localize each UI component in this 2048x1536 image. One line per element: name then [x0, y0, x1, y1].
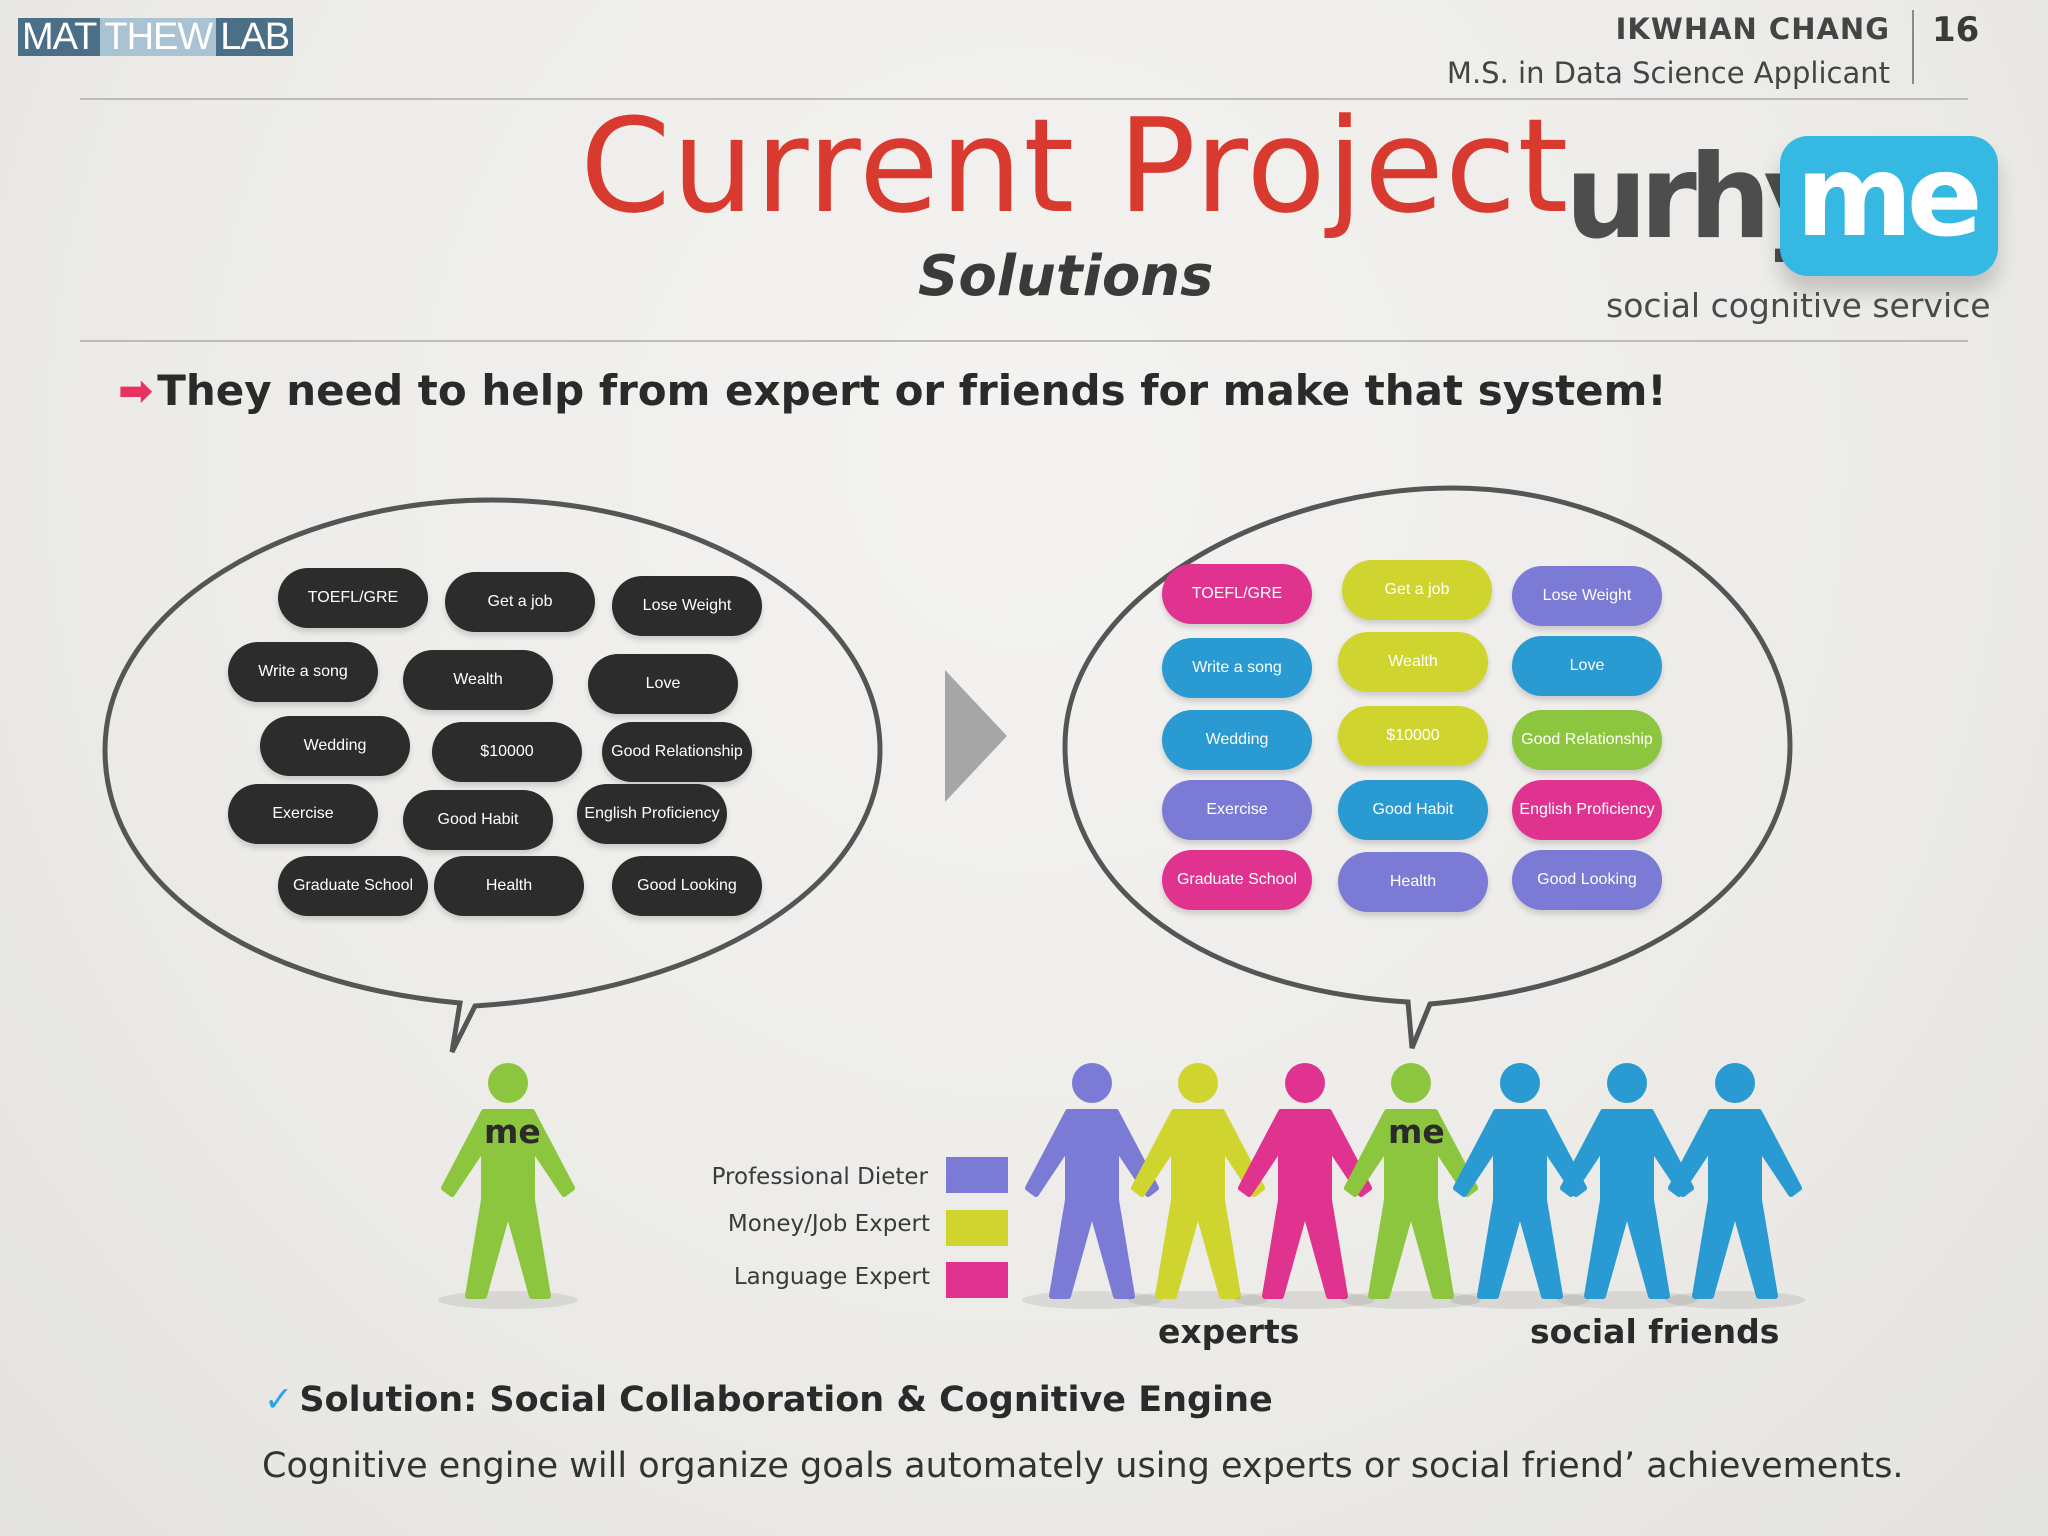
person-figure: [1665, 1063, 1805, 1309]
goal-pill-left: Exercise: [228, 784, 378, 844]
check-icon: ✓: [264, 1380, 294, 1420]
brand-badge: me: [1780, 132, 1998, 276]
goal-pill-right: English Proficiency: [1512, 780, 1662, 840]
legend-swatch-money: [946, 1210, 1008, 1246]
people-figures: [438, 1063, 1805, 1309]
goal-pill-left: Good Looking: [612, 856, 762, 916]
person-figure: [1450, 1063, 1590, 1309]
logo-part-2: THEW: [100, 18, 217, 56]
author-name: IKWHAN CHANG: [1615, 12, 1890, 46]
person-figure: [1557, 1063, 1697, 1309]
goal-pill-right: TOEFL/GRE: [1162, 564, 1312, 624]
goal-pill-left: Graduate School: [278, 856, 428, 916]
goal-pill-left: Wealth: [403, 650, 553, 710]
goal-pill-right: Love: [1512, 636, 1662, 696]
left-speech-bubble: [102, 497, 883, 1054]
goal-pill-left: Get a job: [445, 572, 595, 632]
goal-pill-right: Wedding: [1162, 710, 1312, 770]
page-number: 16: [1932, 10, 1980, 50]
goal-pill-right: Good Looking: [1512, 850, 1662, 910]
goal-pill-right: Lose Weight: [1512, 566, 1662, 626]
right-speech-bubble: [1062, 485, 1793, 1049]
headline: ➡They need to help from expert or friend…: [118, 366, 1667, 415]
person-figure: [1235, 1063, 1375, 1309]
person-figure: [1341, 1063, 1481, 1309]
goal-pill-right: Good Habit: [1338, 780, 1488, 840]
goal-pill-right: Exercise: [1162, 780, 1312, 840]
header-rule: [80, 340, 1968, 342]
legend-label-dieter: Professional Dieter: [711, 1164, 928, 1190]
goal-pill-left: Good Habit: [403, 790, 553, 850]
person-figure: [1128, 1063, 1268, 1309]
solution-title: ✓Solution: Social Collaboration & Cognit…: [264, 1380, 1273, 1420]
me-label-left: me: [484, 1112, 541, 1151]
goal-pill-left: Good Relationship: [602, 722, 752, 782]
solution-description: Cognitive engine will organize goals aut…: [262, 1446, 1904, 1486]
brand-word-part2: me: [1796, 132, 1983, 262]
goal-pill-left: Write a song: [228, 642, 378, 702]
goal-pill-left: Love: [588, 654, 738, 714]
goal-pill-right: Get a job: [1342, 560, 1492, 620]
goal-pill-right: $10000: [1338, 706, 1488, 766]
me-label-right: me: [1388, 1112, 1445, 1151]
logo-part-3: LAB: [216, 18, 294, 56]
play-arrow-icon: [945, 670, 1007, 802]
page-subtitle: Solutions: [918, 244, 1214, 309]
urhyme-brand-logo: urhy me: [1565, 130, 2005, 330]
goal-pill-right: Graduate School: [1162, 850, 1312, 910]
goal-pill-right: Write a song: [1162, 638, 1312, 698]
speech-bubbles: [102, 485, 1793, 1054]
caption-social-friends: social friends: [1530, 1312, 1780, 1351]
legend-swatch-language: [946, 1262, 1008, 1298]
author-block: IKWHAN CHANG M.S. in Data Science Applic…: [1447, 12, 1890, 90]
legend-label-money: Money/Job Expert: [727, 1211, 930, 1237]
person-figure: [1022, 1063, 1162, 1309]
solution-title-text: Solution: Social Collaboration & Cogniti…: [299, 1380, 1273, 1420]
headline-text: They need to help from expert or friends…: [157, 366, 1667, 415]
goal-pill-left: Lose Weight: [612, 576, 762, 636]
author-role: M.S. in Data Science Applicant: [1446, 56, 1890, 90]
top-rule: [80, 98, 1968, 100]
right-arrow-icon: ➡: [118, 366, 154, 415]
goal-pill-right: Wealth: [1338, 632, 1488, 692]
logo-part-1: MAT: [18, 18, 101, 56]
brand-tagline: social cognitive service: [1606, 286, 1991, 325]
goal-pill-right: Health: [1338, 852, 1488, 912]
legend-label-language: Language Expert: [733, 1264, 930, 1290]
goal-pill-left: Health: [434, 856, 584, 916]
goal-pill-left: TOEFL/GRE: [278, 568, 428, 628]
goal-pill-right: Good Relationship: [1512, 710, 1662, 770]
goal-pill-left: $10000: [432, 722, 582, 782]
goal-pill-left: Wedding: [260, 716, 410, 776]
goal-pill-left: English Proficiency: [577, 784, 727, 844]
page-title: Current Project: [580, 90, 1570, 242]
caption-experts: experts: [1158, 1312, 1300, 1351]
legend-swatch-dieter: [946, 1157, 1008, 1193]
header-divider: [1912, 10, 1914, 84]
person-figure-me: [438, 1063, 578, 1309]
